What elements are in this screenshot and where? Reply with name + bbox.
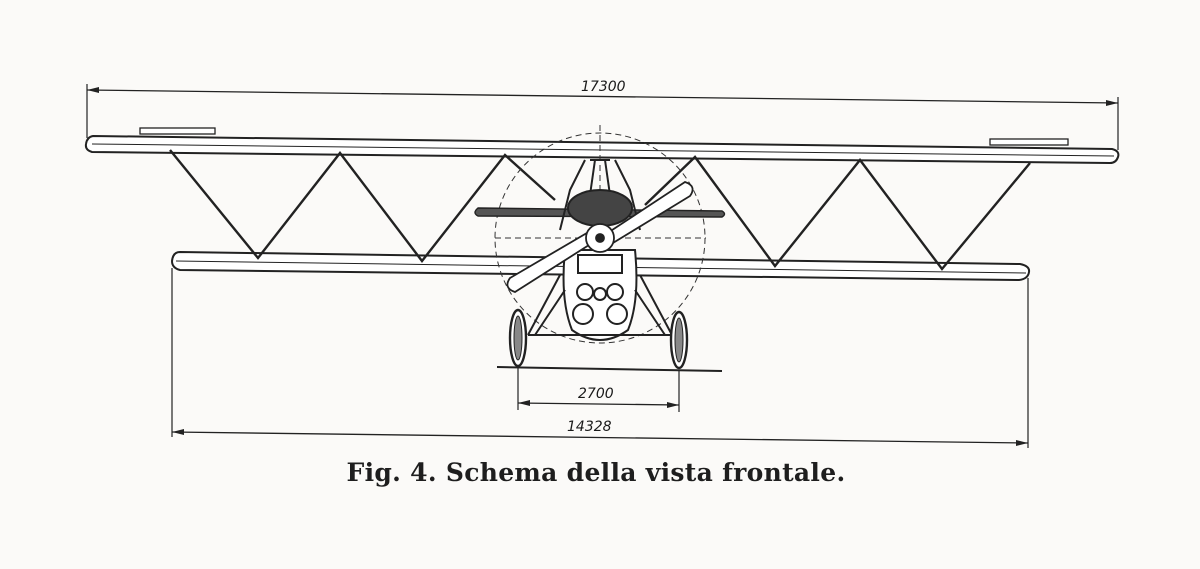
- upper-wingspan-dimension: 17300: [86, 78, 1119, 150]
- landing-gear: [508, 274, 689, 370]
- lower-wingspan-label: 14328: [567, 419, 612, 435]
- propeller: [506, 181, 694, 293]
- upper-wing: [84, 127, 1120, 165]
- figure-caption: Fig. 4. Schema della vista frontale.: [0, 458, 1200, 487]
- fuselage: [559, 159, 641, 341]
- ground-line: [496, 366, 723, 372]
- interplane-struts: [169, 149, 1031, 271]
- figure-caption-text: Fig. 4. Schema della vista frontale.: [346, 458, 846, 487]
- upper-wingspan-label: 17300: [581, 79, 626, 95]
- lower-wingspan-dimension: 14328: [171, 268, 1029, 448]
- wheel-track-label: 2700: [578, 386, 614, 402]
- wheel-track-dimension: 2700: [517, 368, 680, 412]
